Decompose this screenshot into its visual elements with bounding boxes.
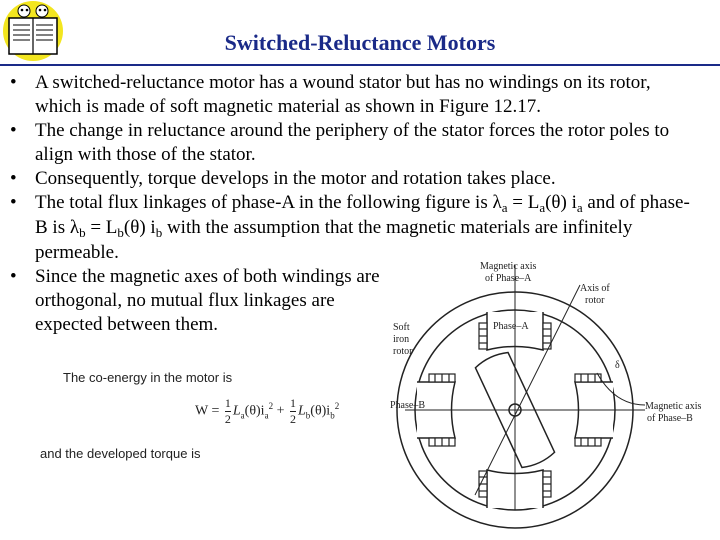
svg-text:of Phase–B: of Phase–B [647,413,693,424]
svg-text:iron: iron [393,334,409,345]
coenergy-text: The co-energy in the motor is [63,370,233,385]
svg-text:Soft: Soft [393,322,410,333]
bullet-item: The change in reluctance around the peri… [0,119,700,167]
motor-figure: Magnetic axis of Phase–A Axis of rotor S… [390,261,701,529]
logo-icon [3,1,63,61]
slide-title: Switched-Reluctance Motors [224,30,496,55]
svg-text:rotor: rotor [393,346,413,357]
title-divider [0,64,720,66]
svg-text:Magnetic axis: Magnetic axis [480,261,536,272]
svg-text:of Phase–A: of Phase–A [485,273,532,284]
svg-text:rotor: rotor [585,295,605,306]
bullet-item: The total flux linkages of phase-A in th… [0,191,700,265]
svg-text:Phase–B: Phase–B [390,400,425,411]
torque-text: and the developed torque is [40,446,201,461]
bullet-item: Consequently, torque develops in the mot… [0,167,700,191]
svg-text:δ: δ [615,360,620,371]
bullet-list: A switched-reluctance motor has a wound … [0,71,700,337]
coenergy-formula: W = 1 2 La(θ)ia2 + 1 2 Lb(θ)ib2 [195,396,340,426]
bullet-item: A switched-reluctance motor has a wound … [0,71,700,119]
svg-text:Phase–A: Phase–A [493,321,529,332]
svg-text:Axis of: Axis of [580,283,610,294]
bullet-item: Since the magnetic axes of both windings… [0,265,405,337]
svg-text:Magnetic axis: Magnetic axis [645,401,701,412]
